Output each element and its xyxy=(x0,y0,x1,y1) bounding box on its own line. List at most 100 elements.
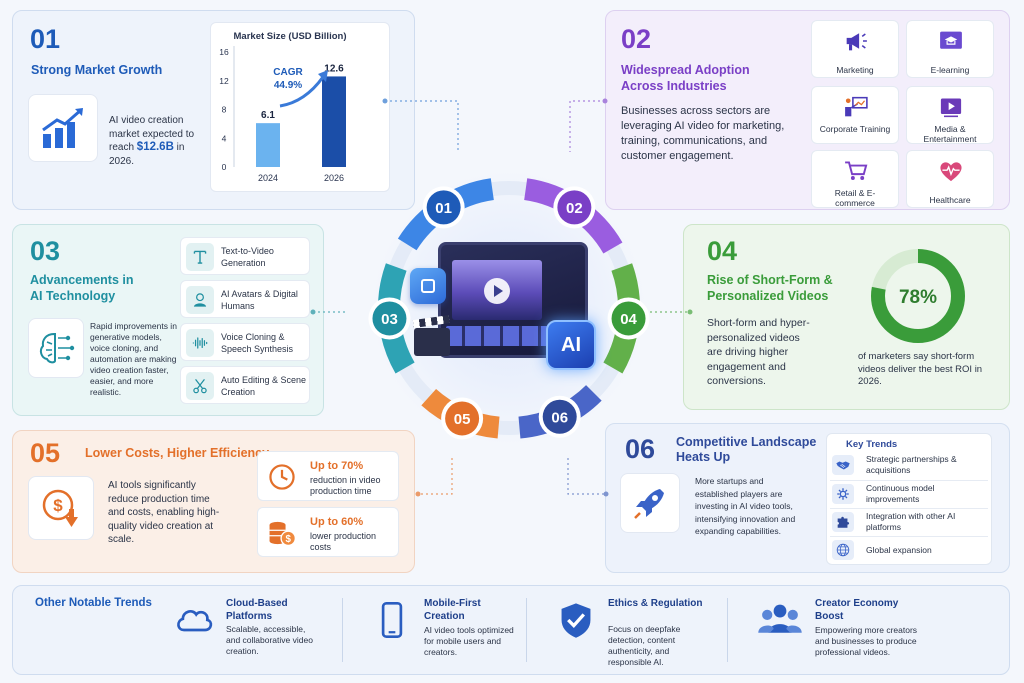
key-trend-label: Continuous model improvements xyxy=(866,483,935,504)
chart-title: Market Size (USD Billion) xyxy=(234,31,347,42)
bottom-trend-title: Ethics & Regulation xyxy=(608,598,703,609)
tech-item: Auto Editing & Scene Creation xyxy=(180,366,310,404)
industry-label: Corporate Training xyxy=(819,124,891,134)
section-04-text: Short-form and hyper-personalized videos… xyxy=(707,317,810,387)
other-trends-card xyxy=(12,585,1010,675)
puzzle-icon xyxy=(837,516,850,528)
people-icon xyxy=(758,604,802,633)
y-tick-label: 12 xyxy=(219,76,229,86)
bar-2024 xyxy=(256,123,280,167)
floating-app-icon xyxy=(410,268,446,304)
y-tick-label: 0 xyxy=(222,162,227,172)
ring-badge-number: 06 xyxy=(551,409,568,426)
x-tick-label: 2024 xyxy=(258,173,278,183)
tech-icon-box xyxy=(186,286,214,314)
cagr-value: 44.9% xyxy=(274,80,302,91)
timeline-strip xyxy=(446,326,556,346)
section-01-number: 01 xyxy=(30,24,61,54)
section-02-number: 02 xyxy=(621,24,652,54)
industry-tile: Marketing xyxy=(811,20,899,78)
cost-stat-card: $Up to 60%lower production costs xyxy=(257,507,399,557)
growth-chart-icon xyxy=(28,94,98,162)
section-03-title-1: Advancements in xyxy=(30,273,134,287)
bottom-trend-title: Mobile-First Creation xyxy=(424,598,481,622)
tech-item: AI Avatars & Digital Humans xyxy=(180,280,310,318)
clock-icon xyxy=(269,464,295,490)
graduation-cap-icon xyxy=(940,31,962,49)
roi-caption: of marketers say short-form videos deliv… xyxy=(858,351,983,387)
ring-badge-05[interactable] xyxy=(445,401,480,436)
cost-stat-label: lower production costs xyxy=(310,531,377,552)
bottom-divider xyxy=(526,598,527,662)
ai-video-device-illustration: AI xyxy=(410,238,600,388)
key-trend-row: Continuous model improvements xyxy=(830,480,988,506)
ring-badge-02[interactable] xyxy=(557,190,592,225)
section-05-text: AI tools significantly reduce production… xyxy=(108,480,220,545)
key-trend-label: Global expansion xyxy=(866,545,932,555)
cost-stat-label: reduction in video production time xyxy=(310,475,381,496)
key-trend-row: Strategic partnerships & acquisitions xyxy=(830,452,988,478)
ai-label: AI xyxy=(561,333,581,356)
industry-tile: Retail & E-commerce xyxy=(811,150,899,208)
key-trend-icon-box xyxy=(832,540,854,560)
svg-text:$: $ xyxy=(286,534,292,545)
ring-gap xyxy=(399,364,434,403)
tech-icon-box xyxy=(186,372,214,400)
bottom-divider xyxy=(342,598,343,662)
industry-label: E-learning xyxy=(930,65,970,75)
ring-badge-03[interactable] xyxy=(372,301,407,336)
ai-chip-badge: AI xyxy=(546,320,596,370)
industry-tile: Healthcare xyxy=(906,150,994,208)
y-tick-label: 4 xyxy=(222,133,227,143)
ring-badge-number: 04 xyxy=(620,311,637,328)
section-02-text: Businesses across sectors are leveraging… xyxy=(621,105,785,162)
section-03-text: Rapid improvements in generative models,… xyxy=(90,321,177,397)
bottom-trend-title: Creator Economy Boost xyxy=(815,598,899,622)
section-06-title-2: Heats Up xyxy=(676,450,731,464)
section-04-title-2: Personalized Videos xyxy=(707,289,829,303)
ring-badge-number: 03 xyxy=(381,311,398,328)
roi-percent-label: 78% xyxy=(899,287,937,308)
tech-item: Voice Cloning & Speech Synthesis xyxy=(180,323,310,361)
shopping-cart-icon xyxy=(845,161,868,180)
play-button-icon xyxy=(484,278,510,304)
market-size-chart-card xyxy=(210,22,390,192)
ring-badge-number: 01 xyxy=(435,200,452,217)
key-trends-title: Key Trends xyxy=(846,439,898,450)
ring-badge-01[interactable] xyxy=(426,190,461,225)
x-tick-label: 2026 xyxy=(324,173,344,183)
heart-pulse-icon xyxy=(940,162,962,182)
section-03-number: 03 xyxy=(30,236,61,266)
industry-label: Retail & E-commerce xyxy=(834,188,876,208)
industry-tile: Media & Entertainment xyxy=(906,86,994,144)
cost-stat-card: Up to 70%reduction in video production t… xyxy=(257,451,399,501)
industry-tile: Corporate Training xyxy=(811,86,899,144)
section-01-title: Strong Market Growth xyxy=(31,63,163,77)
ring-badge-04[interactable] xyxy=(611,301,646,336)
ring-gap xyxy=(588,364,619,398)
coins-icon: $ xyxy=(269,521,296,547)
key-trend-label: Integration with other AI platforms xyxy=(866,511,956,532)
ring-gap xyxy=(606,244,629,270)
bottom-trend-text: Scalable, accessible, and collaborative … xyxy=(226,624,313,656)
section-06-title-1: Competitive Landscape xyxy=(676,435,817,449)
cloud-icon xyxy=(177,610,213,632)
rocket-icon xyxy=(620,473,680,533)
svg-text:$: $ xyxy=(53,496,63,515)
globe-icon xyxy=(836,543,850,557)
presentation-icon xyxy=(845,96,868,117)
scissors-icon xyxy=(193,378,207,394)
bottom-trend-title: Cloud-Based Platforms xyxy=(226,598,288,622)
ring-badge-06[interactable] xyxy=(542,399,577,434)
tech-icon-box xyxy=(186,329,214,357)
industry-label: Healthcare xyxy=(929,195,971,205)
tech-icon-box xyxy=(186,243,214,271)
section-06-text: More startups and established players ar… xyxy=(695,476,796,536)
industry-tile: E-learning xyxy=(906,20,994,78)
section-02-title-1: Widespread Adoption xyxy=(621,63,750,77)
tech-label: Voice Cloning & Speech Synthesis xyxy=(221,332,294,354)
market-value-highlight: $12.6B xyxy=(136,141,174,153)
section-05-title: Lower Costs, Higher Efficiency xyxy=(85,446,270,460)
y-tick-label: 8 xyxy=(222,105,227,115)
section-02-title-2: Across Industries xyxy=(621,79,727,93)
